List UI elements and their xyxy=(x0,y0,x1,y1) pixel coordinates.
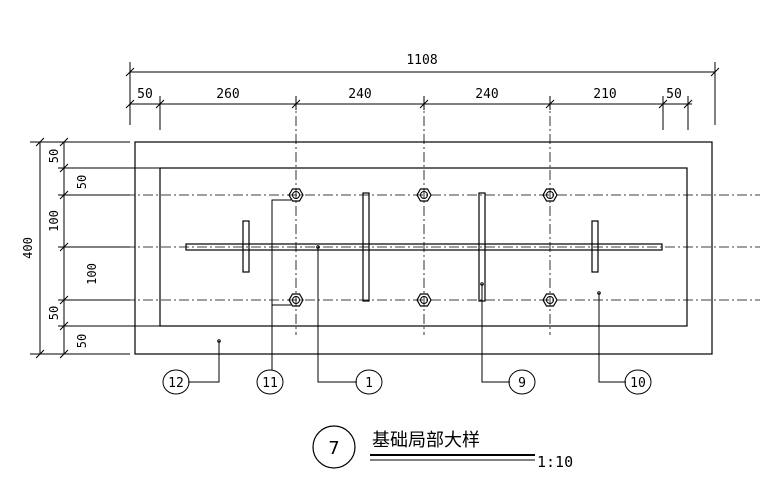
foundation-outer-outline xyxy=(134,141,713,355)
top-segment-label: 50 xyxy=(137,87,153,102)
stiffener-plate xyxy=(591,220,599,273)
stiffener-plate xyxy=(362,192,370,302)
anchor-bolt-icon xyxy=(542,293,558,307)
anchor-bolt-icon xyxy=(542,188,558,202)
centerlines xyxy=(125,98,760,335)
left-segment-label: 50 xyxy=(47,149,61,163)
callout-label: 9 xyxy=(518,376,526,391)
callout-label: 11 xyxy=(262,376,278,391)
detail-number: 7 xyxy=(328,438,339,459)
overall-width-label: 1108 xyxy=(406,53,437,68)
left-segment-label: 100 xyxy=(85,263,99,285)
anchor-bolts xyxy=(288,188,558,307)
anchor-bolt-icon xyxy=(288,188,304,202)
detail-title-block: 7 基础局部大样 1:10 xyxy=(312,425,573,471)
callout-bubbles: 12 11 1 9 10 xyxy=(162,369,652,395)
detail-scale: 1:10 xyxy=(537,453,573,471)
callout-label: 1 xyxy=(365,376,373,391)
callout-label: 10 xyxy=(630,376,646,391)
anchor-bolt-icon xyxy=(416,188,432,202)
overall-height-dimension: 400 xyxy=(21,137,130,359)
top-segment-label: 210 xyxy=(593,87,616,102)
top-segment-dimensions: 50 260 240 240 210 50 xyxy=(125,87,693,130)
left-segment-label: 50 xyxy=(75,334,89,348)
top-segment-label: 240 xyxy=(475,87,498,102)
stiffener-plate xyxy=(242,220,250,273)
anchor-bolt-icon xyxy=(288,293,304,307)
left-segment-label: 50 xyxy=(75,175,89,189)
callout-label: 12 xyxy=(168,376,184,391)
main-embedded-plate xyxy=(185,243,663,251)
left-segment-dimensions: 50 50 100 100 50 50 xyxy=(47,137,160,359)
overall-width-dimension: 1108 xyxy=(125,53,720,125)
detail-title: 基础局部大样 xyxy=(372,430,480,451)
top-segment-label: 260 xyxy=(216,87,239,102)
anchor-bolt-icon xyxy=(416,293,432,307)
top-segment-label: 240 xyxy=(348,87,371,102)
overall-height-label: 400 xyxy=(21,237,35,259)
leader-lines xyxy=(188,199,626,383)
top-segment-label: 50 xyxy=(666,87,682,102)
left-segment-label: 100 xyxy=(47,210,61,232)
left-segment-label: 50 xyxy=(47,306,61,320)
